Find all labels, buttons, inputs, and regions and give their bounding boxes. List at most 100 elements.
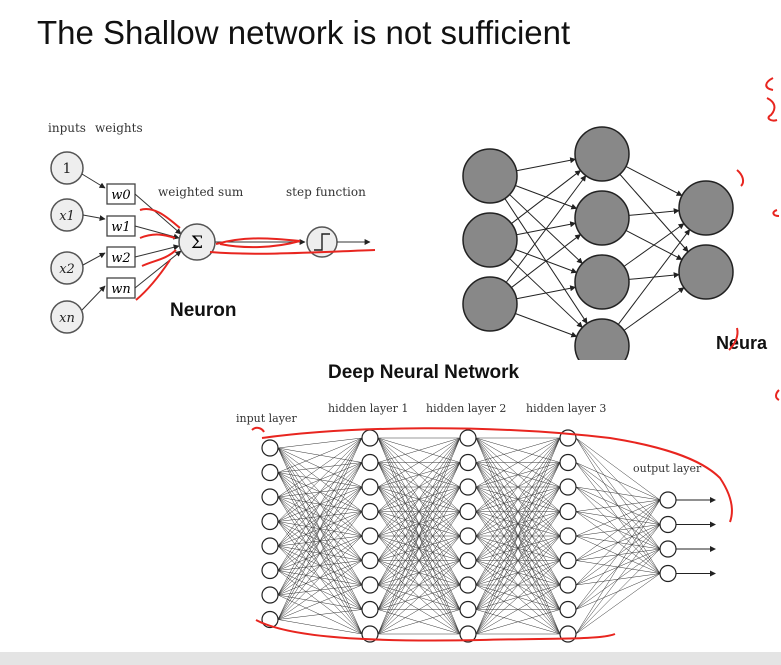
weight-box-wn: wn	[106, 277, 136, 299]
weight-box-w2: w2	[106, 246, 136, 268]
red-annotation-marks	[728, 77, 780, 401]
connection-edge	[377, 584, 461, 635]
input-node-1: 1	[50, 151, 84, 185]
connection-edge	[277, 619, 363, 635]
connection-edge	[623, 287, 685, 331]
connection-edge	[505, 175, 587, 283]
hidden-layer-3-label: hidden layer 3	[526, 402, 606, 415]
connection-edge	[277, 584, 363, 620]
network-node	[459, 600, 477, 619]
connection-edge	[277, 511, 363, 620]
connection-edge	[625, 165, 683, 197]
sum-node: Σ	[178, 223, 216, 261]
network-node	[361, 502, 379, 521]
connection-edge	[475, 437, 561, 561]
connection-edge	[475, 437, 561, 512]
network-node	[459, 478, 477, 496]
network-node	[574, 254, 630, 310]
connection-edge	[377, 437, 461, 610]
connection-edge	[475, 437, 561, 610]
connection-edge	[628, 208, 680, 216]
connection-edge	[377, 437, 461, 512]
weight-box-w0: w0	[106, 183, 136, 205]
connection-edge	[377, 437, 461, 463]
connection-edge	[575, 486, 661, 501]
perceptron-diagram: inputs weights 1 x1 x2 xn w0	[48, 121, 376, 334]
bottom-scroll-bar[interactable]	[0, 652, 781, 665]
connection-edge	[277, 437, 363, 596]
slide-title: The Shallow network is not sufficient	[37, 14, 571, 51]
network-node	[459, 502, 477, 521]
network-node	[574, 126, 630, 182]
connection-edge	[575, 462, 661, 501]
network-node	[574, 190, 630, 246]
connection-edge	[475, 437, 561, 463]
connection-edge	[475, 609, 561, 635]
connection-edge	[377, 560, 461, 635]
network-node	[261, 537, 279, 555]
network-node	[678, 244, 734, 300]
connection-edge	[516, 285, 577, 300]
neuron-caption: Neuron	[170, 300, 237, 321]
network-node	[559, 576, 577, 594]
input-label: 1	[63, 161, 72, 177]
network-node	[361, 625, 379, 643]
network-node	[559, 478, 577, 496]
connection-edge	[377, 486, 461, 635]
connection-edge	[575, 499, 661, 635]
connection-edge	[475, 560, 561, 635]
connection-edge	[575, 499, 661, 561]
network-node	[361, 600, 379, 619]
weight-box-w1: w1	[106, 215, 136, 237]
output-layer-label: output layer	[633, 462, 702, 475]
weight-label: w1	[111, 220, 130, 235]
small-neural-network	[462, 126, 734, 360]
network-node	[361, 527, 379, 545]
network-node	[261, 463, 279, 482]
connection-edge	[475, 511, 561, 635]
deep-neural-network: input layer hidden layer 1 hidden layer …	[236, 402, 716, 643]
weight-label: w0	[111, 188, 130, 203]
connection-edge	[575, 524, 661, 635]
input-layer-label: input layer	[236, 412, 297, 425]
connection-edge	[511, 170, 582, 224]
network-node	[462, 212, 518, 268]
input-label: x1	[59, 209, 75, 224]
connection-edge	[575, 499, 661, 610]
connection-edge	[575, 499, 661, 586]
connection-edge	[575, 573, 661, 635]
connection-edge	[575, 499, 661, 512]
connection-edge	[516, 157, 577, 172]
output-arrow-head	[710, 546, 716, 552]
connection-edge	[277, 437, 363, 498]
network-node	[678, 180, 734, 236]
sum-symbol: Σ	[191, 233, 203, 253]
network-node	[574, 318, 630, 360]
network-node	[459, 576, 477, 594]
network-node	[559, 453, 577, 472]
connection-edge	[575, 499, 661, 537]
connection-edge	[575, 548, 661, 635]
network-node	[261, 561, 279, 580]
network-node	[361, 453, 379, 472]
connection-edge	[277, 437, 363, 620]
connection-edge	[277, 486, 363, 620]
red-annotation-marks	[135, 208, 376, 301]
input-node-xn: xn	[50, 300, 84, 334]
connection-edge	[277, 437, 363, 473]
connection-edge	[475, 437, 561, 537]
network-node	[559, 551, 577, 570]
neural-network-caption: Neura	[716, 333, 768, 353]
connection-edge	[277, 437, 363, 522]
connection-edge	[475, 584, 561, 635]
input-node-x2: x2	[50, 251, 84, 285]
connection-edge	[377, 437, 461, 561]
weighted-sum-label: weighted sum	[158, 185, 244, 199]
step-node	[306, 226, 338, 258]
connection-edge	[515, 313, 578, 338]
connection-edge	[623, 223, 685, 267]
weights-header: weights	[95, 121, 143, 135]
network-node	[361, 478, 379, 496]
input-label: xn	[59, 311, 75, 326]
